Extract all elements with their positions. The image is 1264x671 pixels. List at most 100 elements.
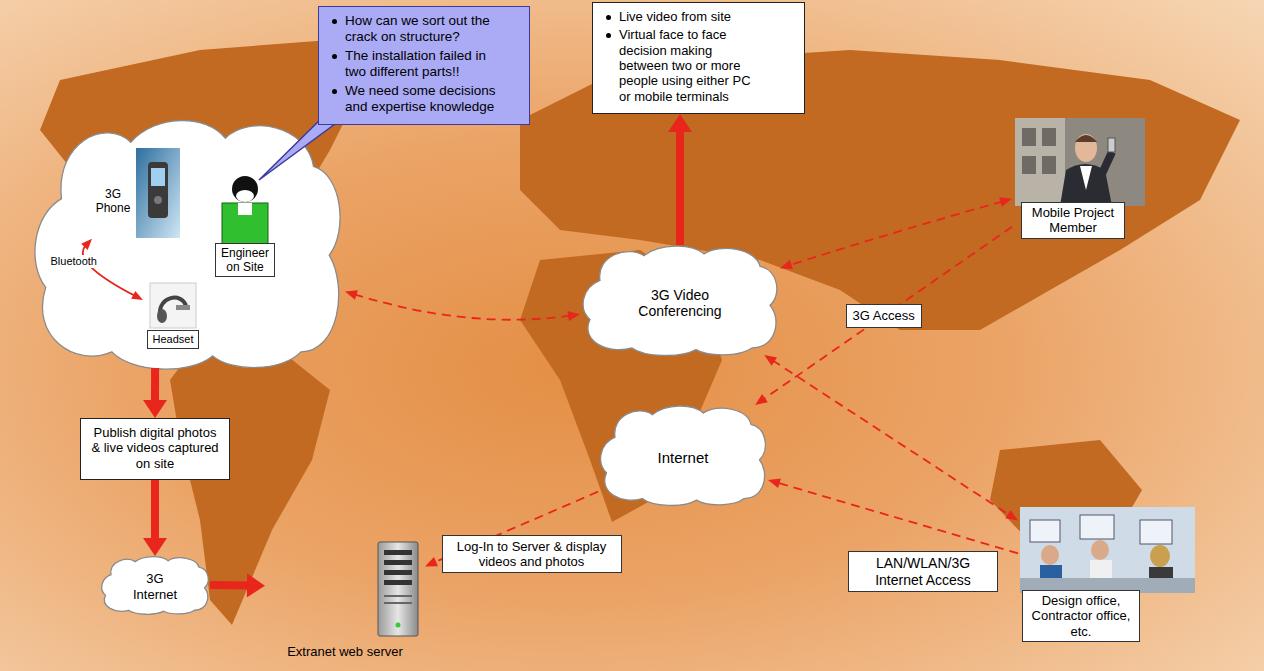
drawing-ellipse bbox=[1150, 545, 1170, 567]
drawing-rect bbox=[222, 203, 268, 247]
node-text: 3G Phone bbox=[92, 185, 134, 217]
drawing-rect bbox=[1090, 560, 1112, 593]
drawing-rect bbox=[1080, 515, 1114, 539]
headset-photo bbox=[150, 283, 196, 328]
drawing-rect bbox=[378, 542, 418, 636]
node-text: 3G Video Conferencing bbox=[615, 287, 745, 320]
drawing-rect bbox=[1042, 156, 1056, 174]
drawing-rect bbox=[1020, 507, 1195, 593]
drawing-circle bbox=[396, 623, 401, 628]
drawing-ellipse bbox=[1041, 545, 1059, 565]
arrow-head bbox=[143, 400, 167, 418]
drawing-circle bbox=[232, 176, 258, 202]
3g-internet-cloud: 3G Internet bbox=[100, 556, 210, 614]
drawing-rect bbox=[384, 550, 412, 555]
cloud-outline bbox=[102, 557, 209, 615]
connector-arrow bbox=[81, 239, 143, 300]
cloud-outline bbox=[35, 120, 340, 369]
node-text: Internet bbox=[658, 449, 709, 467]
arrow-head bbox=[1005, 510, 1018, 521]
drawing-rect bbox=[1020, 578, 1195, 593]
drawing-ellipse bbox=[236, 190, 254, 202]
connector-arrow bbox=[210, 574, 265, 598]
connector-line bbox=[210, 581, 251, 590]
drawing-path bbox=[1075, 135, 1097, 142]
drawing-circle bbox=[154, 196, 162, 204]
drawing-rect bbox=[1015, 118, 1145, 206]
arrow-head bbox=[131, 291, 143, 300]
arrow-head bbox=[345, 290, 358, 300]
arrow-head bbox=[755, 394, 768, 405]
speech-tail bbox=[259, 110, 354, 180]
mobile-member-node: Mobile Project Member bbox=[1012, 116, 1147, 244]
headset-node: Headset bbox=[143, 280, 203, 351]
server-icon bbox=[378, 542, 418, 636]
drawing-rect bbox=[1040, 565, 1062, 593]
node-text: Publish digital photos & live videos cap… bbox=[91, 425, 219, 471]
arrow-head bbox=[668, 114, 692, 132]
arrow-head bbox=[425, 557, 438, 566]
arrow-head bbox=[143, 538, 167, 556]
drawing-rect bbox=[148, 162, 168, 218]
edge-label-holder: LAN/WLAN/3G Internet Access bbox=[848, 551, 998, 592]
connector-arrow bbox=[345, 290, 580, 321]
server-node: Extranet web server bbox=[265, 538, 425, 664]
edge-label-holder: Bluetooth bbox=[49, 255, 99, 268]
process-box: Publish digital photos & live videos cap… bbox=[80, 418, 230, 480]
node-text: We need some decisions and expertise kno… bbox=[345, 83, 510, 115]
edge-label: 3G Access bbox=[846, 304, 922, 327]
drawing-rect bbox=[1149, 567, 1173, 593]
drawing-rect bbox=[384, 560, 412, 565]
connector-arrow bbox=[143, 480, 167, 556]
edge-label: Log-In to Server & display videos and ph… bbox=[442, 535, 622, 574]
node-text: Virtual face to face decision making bet… bbox=[619, 27, 759, 104]
drawing-path bbox=[1080, 166, 1092, 190]
internet-cloud: Internet bbox=[598, 405, 768, 505]
connector-arrow bbox=[668, 114, 692, 245]
cloud-outline bbox=[601, 406, 766, 505]
engineer-node: Engineer on Site bbox=[212, 175, 278, 280]
drawing-rect bbox=[151, 168, 165, 186]
phone-photo bbox=[136, 148, 180, 238]
node-text: Extranet web server bbox=[265, 642, 425, 661]
node-text: Design office, Contractor office, etc. bbox=[1022, 590, 1140, 642]
connector-arrow bbox=[764, 355, 1018, 521]
edge-label-holder: 3G Access bbox=[846, 304, 922, 327]
cloud-outline bbox=[583, 246, 777, 355]
drawing-rect bbox=[1015, 118, 1065, 206]
mobile-member-photo bbox=[1015, 118, 1145, 206]
drawing-ellipse bbox=[1091, 540, 1109, 560]
connector-line bbox=[151, 368, 159, 404]
arrow-head bbox=[999, 197, 1012, 207]
connector-line bbox=[763, 227, 1012, 400]
connector-line bbox=[777, 483, 1018, 554]
south-america bbox=[170, 340, 330, 625]
drawing-rect bbox=[1022, 128, 1036, 146]
drawing-path bbox=[160, 298, 186, 315]
edge-label: LAN/WLAN/3G Internet Access bbox=[848, 551, 998, 592]
drawing-rect bbox=[238, 203, 252, 215]
drawing-path bbox=[1060, 164, 1112, 206]
connector-arrow bbox=[768, 479, 1018, 554]
connector-line bbox=[151, 480, 159, 542]
drawing-rect bbox=[384, 570, 412, 575]
office-node: Design office, Contractor office, etc. bbox=[1018, 505, 1200, 655]
drawing-rect bbox=[384, 595, 412, 597]
drawing-rect bbox=[136, 148, 180, 238]
site-cloud: 3G PhoneEngineer on SiteHeadset bbox=[30, 118, 345, 368]
arrow-head bbox=[768, 479, 781, 489]
node-text: Engineer on Site bbox=[215, 243, 275, 277]
arrow-head bbox=[247, 574, 265, 598]
edge-label: Bluetooth bbox=[49, 255, 99, 268]
arrow-head bbox=[764, 355, 777, 366]
connector-line bbox=[772, 360, 1010, 515]
drawing-ellipse bbox=[1075, 134, 1097, 162]
drawing-rect bbox=[1140, 520, 1172, 544]
connector-arrow bbox=[143, 368, 167, 418]
node-text: How can we sort out the crack on structu… bbox=[345, 13, 510, 45]
north-america bbox=[40, 40, 360, 330]
video-conf-cloud: 3G Video Conferencing bbox=[580, 245, 780, 355]
arrow-head bbox=[567, 311, 580, 321]
